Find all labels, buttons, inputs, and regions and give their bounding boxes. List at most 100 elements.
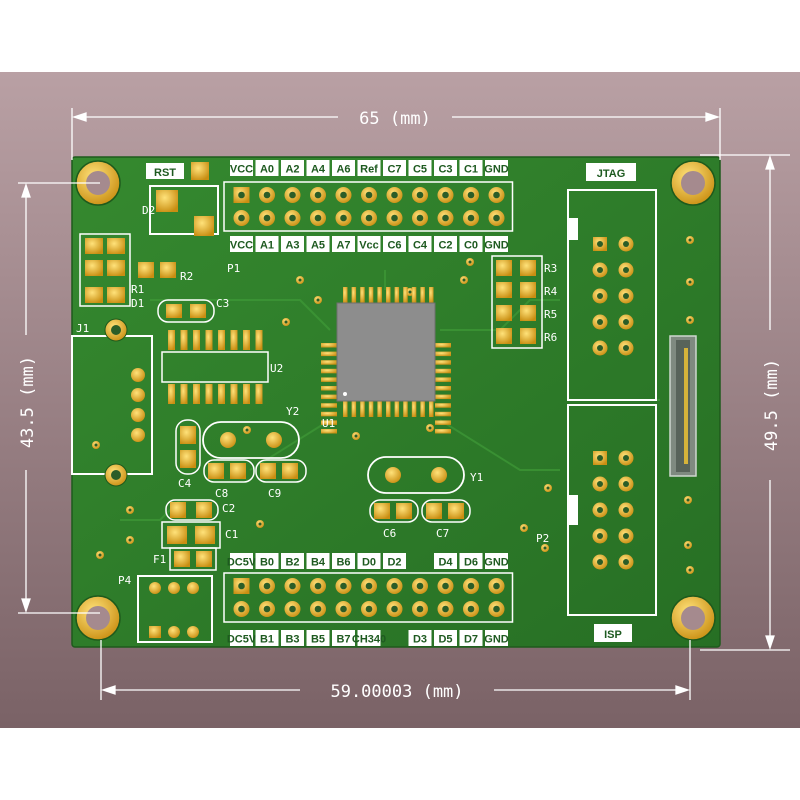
header-pin-hole [623,293,629,299]
pin-label-box [459,160,483,176]
ic-pin [435,429,451,434]
c2-label: C2 [222,502,235,515]
pin-label-box [357,553,381,569]
pin-label: C6 [387,240,401,252]
header-pin-hole [416,214,424,222]
header-pin-hole [493,605,500,613]
dimension-left: 43.5 (mm) [18,356,38,448]
u2-label: U2 [270,362,283,375]
header-pin-hole [597,293,603,299]
pin-label: A5 [311,240,325,252]
pin-label: A0 [260,164,274,176]
header-pin-hole [238,214,245,222]
rst-label: RST [154,167,176,179]
u1-microcontroller: U1 [321,287,451,434]
pin-label: C1 [464,164,478,176]
pin-label-box [306,160,330,176]
header-pin-hole [493,214,500,222]
via-hole [468,260,472,264]
header-pin-hole [623,507,629,513]
pin-label-box [332,160,355,176]
pin-label: GND [484,240,509,252]
header-pin-hole [597,345,603,351]
p4-label: P4 [118,574,132,587]
pin-label: Ref [360,164,378,176]
f1-label: F1 [153,553,166,566]
u1-label: U1 [322,417,335,430]
ic-pin [255,330,263,350]
pin-label-box [332,553,355,569]
ic-pin [435,411,451,417]
header-pin-hole [467,214,475,222]
via-hole [408,290,412,294]
via-hole [98,553,102,557]
pin-label: VCC [230,164,253,176]
pin-label-box [281,630,304,646]
pin-label-box [281,160,304,176]
header-pin-hole [623,345,629,351]
ic-pin [243,384,250,404]
ic-pin [377,287,382,303]
header-pin-hole [597,455,603,461]
ic-pin [435,386,451,391]
header-pin-hole [314,214,322,222]
pin-label-box [383,553,406,569]
pin-label-box [434,553,457,569]
pin-label: A2 [285,164,299,176]
header-pin-hole [623,241,629,247]
ic-pin [394,287,400,303]
pin-label: DC5V [227,634,257,646]
header-outline [223,572,514,623]
isp-label: ISP [604,629,622,641]
r3-label: R3 [544,262,557,275]
ic-pin [420,401,425,417]
pin-label: C7 [387,164,401,176]
pin-label: D3 [413,634,427,646]
r5-label: R5 [544,308,557,321]
pin-label-box [255,630,279,646]
j1-label: J1 [76,322,89,335]
c4-capacitor: C4 [175,419,201,490]
pin-label: VCC [230,240,253,252]
header-pin-hole [289,214,296,222]
ic-pin [411,401,417,417]
header-pin-hole [289,191,296,199]
pin-label: B4 [311,557,326,569]
pin-label-box [408,236,432,252]
header-pin-hole [623,455,629,461]
header-pin-hole [416,582,424,590]
pin-label-box [332,236,355,252]
header-pin-hole [597,507,603,513]
pin-label-box [383,236,406,252]
header-pin-hole [340,582,347,590]
pin-label-box [255,236,279,252]
header-pin-hole [623,533,629,539]
header-pin-hole [597,319,603,325]
pin-label: B7 [336,634,350,646]
y1-crystal: Y1 [367,456,483,494]
header-pin-hole [623,319,629,325]
pin-label-box [306,553,330,569]
pin-label: B3 [285,634,299,646]
header-pin-hole [365,605,373,613]
ic-pin [321,368,337,374]
ic-pin [420,287,425,303]
p2-label: P2 [536,532,549,545]
header-pin-hole [289,605,296,613]
d2-label: D2 [142,204,155,217]
pin-label: D0 [362,557,376,569]
p1-label: P1 [227,262,240,275]
pin-label-box [281,553,304,569]
ic-pin [368,287,374,303]
header-pin-hole [467,191,475,199]
mounting-hole-center [86,606,110,630]
pin-label-box [357,630,381,646]
pin-label-box [408,630,432,646]
pin-label: GND [484,634,509,646]
ic-pin [394,401,400,417]
ic-pin [168,330,175,350]
pin-label: D6 [464,557,478,569]
header-pin-hole [391,582,398,590]
pin-label: C2 [438,240,452,252]
pin-label-box [281,236,304,252]
